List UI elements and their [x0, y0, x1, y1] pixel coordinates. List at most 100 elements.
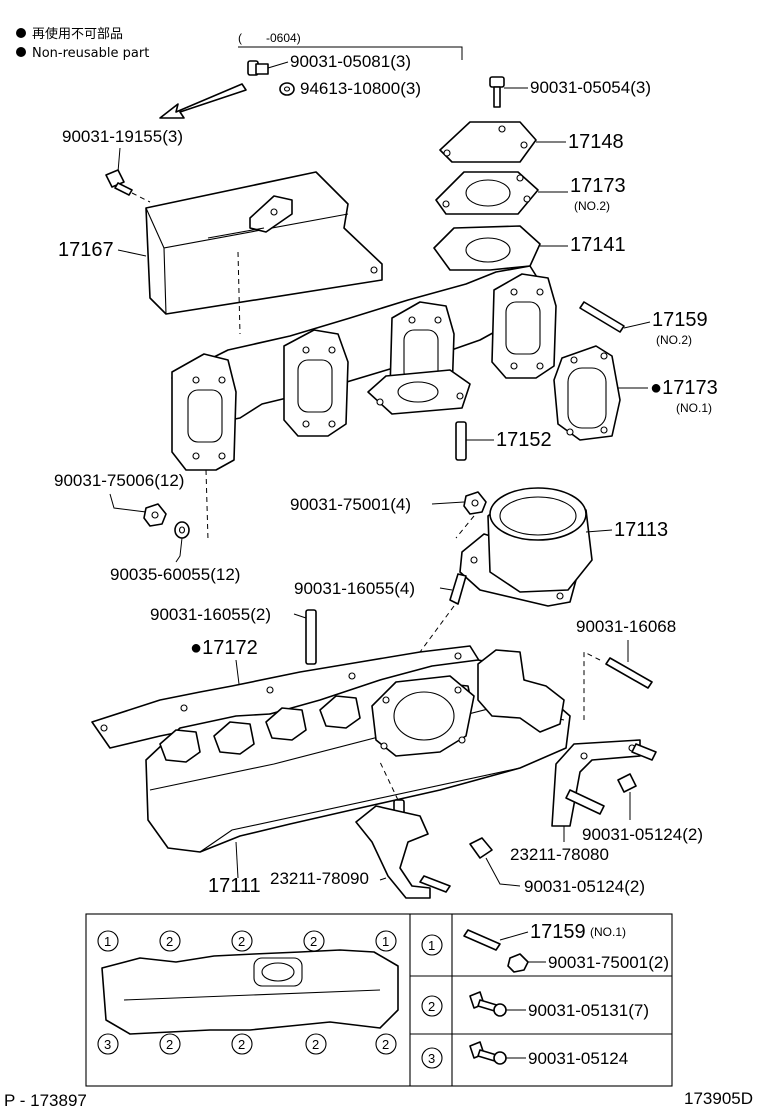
exhaust-manifold-17141: 17141	[171, 225, 626, 471]
gasket-17173-no2: 17173 (NO.2)	[435, 171, 626, 215]
footer-page-code: P - 173897	[4, 1091, 87, 1110]
plate-17148: 17148	[439, 121, 624, 163]
stud-17159-no2: 17159 (NO.2)	[579, 301, 708, 347]
bolt-head-icon	[617, 773, 637, 793]
circle-label: 2	[238, 1037, 245, 1052]
row-number: 1	[428, 938, 435, 953]
label-90031-05081: 90031-05081(3)	[290, 52, 411, 71]
circle-label: 2	[310, 934, 317, 949]
stud-90031-16068: 90031-16068	[576, 617, 676, 720]
nut-washer-group: 90031-75006(12) 90035-60055(12)	[54, 469, 240, 584]
gasket-17173-no1: ●17173 (NO.1)	[553, 345, 718, 441]
label-90031-16055-2: 90031-16055(2)	[150, 605, 271, 624]
exhaust-port-1	[171, 353, 237, 471]
label-17141: 17141	[570, 234, 626, 256]
label-17172: ●17172	[190, 637, 258, 659]
circle-label: 1	[104, 934, 111, 949]
label-inset-90031-05124: 90031-05124	[528, 1049, 628, 1068]
circle-label: 2	[166, 934, 173, 949]
bolt-90031-05054: 90031-05054(3)	[489, 76, 651, 108]
inset-row-3: 3 90031-05124	[421, 1041, 628, 1069]
inset-row-2: 2 90031-05131(7)	[421, 991, 649, 1020]
non-reusable-dot-icon	[16, 28, 26, 38]
label-17159-no2-sub: (NO.2)	[656, 333, 692, 347]
legend-japanese: 再使用不可部品	[32, 26, 123, 42]
label-17111: 17111	[208, 875, 261, 897]
label-90031-75006: 90031-75006(12)	[54, 471, 184, 490]
gasket-17172: ●17172	[91, 637, 481, 749]
heat-shield-17167: 17167	[58, 171, 383, 335]
stud-icon	[579, 301, 625, 333]
exhaust-port-2	[283, 329, 349, 437]
bolt-shank-icon	[114, 182, 133, 196]
inset-top-circles: 1 2 2 2 1	[97, 930, 397, 952]
date-range-label: ( -0604)	[238, 31, 301, 45]
bracket-23211-78080: 23211-78080 90031-05124(2)	[510, 739, 703, 864]
stud-icon	[419, 875, 451, 893]
label-inset-17159-sub: (NO.1)	[590, 925, 626, 939]
direction-arrow-icon	[159, 83, 247, 119]
mini-manifold-icon	[101, 949, 399, 1035]
stud-90031-16055-2: 90031-16055(2)	[150, 605, 317, 665]
circle-label: 2	[312, 1037, 319, 1052]
label-17167: 17167	[58, 239, 114, 261]
stud-icon	[449, 573, 467, 605]
circle-label: 2	[166, 1037, 173, 1052]
label-17173-no1-sub: (NO.1)	[676, 401, 712, 415]
label-17173-no2-sub: (NO.2)	[574, 199, 610, 213]
top-bolt-group: ( -0604) 90031-05081(3) 94613-10800(3)	[159, 31, 463, 119]
label-94613-10800: 94613-10800(3)	[300, 79, 421, 98]
circle-label: 3	[104, 1037, 111, 1052]
label-inset-90031-75001: 90031-75001(2)	[548, 953, 669, 972]
label-inset-17159: 17159	[530, 921, 586, 943]
circle-label: 2	[238, 934, 245, 949]
bracket-23211-78090: 23211-78090 90031-05124(2)	[270, 805, 645, 899]
stud-17152: 17152	[455, 421, 552, 461]
stud-icon	[631, 743, 657, 761]
label-17113: 17113	[614, 519, 668, 541]
footer-illustration-code: 173905D	[684, 1089, 753, 1108]
bolt-shank-icon	[493, 86, 501, 108]
label-90031-05124-2a: 90031-05124(2)	[582, 825, 703, 844]
legend-english: Non-reusable part	[32, 46, 149, 61]
bolt-90031-19155: 90031-19155(3)	[62, 127, 183, 203]
throttle-body-17113: 17113	[459, 487, 668, 607]
legend: 再使用不可部品 Non-reusable part	[16, 26, 149, 61]
label-23211-78080: 23211-78080	[510, 845, 609, 864]
inset-bolt-position-table: 1 2 2 2 1 3 2 2 2 2 1 17159 (NO.1) 90031…	[85, 913, 673, 1087]
label-23211-78090: 23211-78090	[270, 869, 369, 888]
bolt-head-icon	[469, 837, 493, 859]
bolt-icon	[565, 789, 605, 815]
label-17148: 17148	[568, 131, 624, 153]
label-90031-05124-2b: 90031-05124(2)	[524, 877, 645, 896]
stud-icon	[605, 657, 653, 689]
inset-row-1: 1 17159 (NO.1) 90031-75001(2)	[421, 921, 669, 973]
exhaust-port-4	[491, 273, 557, 379]
circle-label: 1	[382, 934, 389, 949]
intake-manifold-17111: 17111	[145, 649, 571, 897]
inset-frame	[85, 913, 673, 1087]
label-17152: 17152	[496, 429, 552, 451]
bolt-head-icon	[105, 169, 125, 188]
nut-90031-75001: 90031-75001(4)	[290, 491, 487, 539]
stud-icon	[463, 929, 501, 951]
label-90035-60055: 90035-60055(12)	[110, 565, 240, 584]
label-90031-16055-4: 90031-16055(4)	[294, 579, 415, 598]
bolt-90031-05081-icon	[247, 60, 269, 76]
label-17173-no1: ●17173	[650, 377, 718, 399]
bolt-head-icon	[489, 76, 505, 88]
label-90031-19155: 90031-19155(3)	[62, 127, 183, 146]
non-reusable-dot-icon	[16, 47, 26, 57]
label-90031-75001: 90031-75001(4)	[290, 495, 411, 514]
label-inset-90031-05131: 90031-05131(7)	[528, 1001, 649, 1020]
label-17173-no2: 17173	[570, 175, 626, 197]
label-90031-05054: 90031-05054(3)	[530, 78, 651, 97]
stud-icon	[305, 609, 317, 665]
inset-bottom-circles: 3 2 2 2 2	[97, 1033, 397, 1055]
washer-94613-10800-icon	[279, 82, 295, 96]
circle-label: 2	[382, 1037, 389, 1052]
stud-icon	[455, 421, 467, 461]
stud-90031-16055-4: 90031-16055(4)	[294, 573, 467, 691]
label-90031-16068: 90031-16068	[576, 617, 676, 636]
